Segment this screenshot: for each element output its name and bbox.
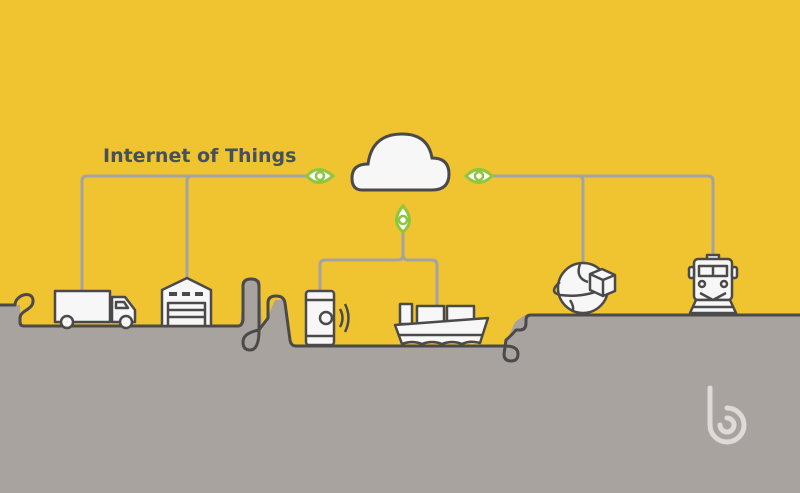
connector-lines	[80, 174, 715, 305]
train-icon	[687, 253, 739, 315]
page-title: Internet of Things	[103, 145, 297, 167]
smartphone-icon	[304, 289, 350, 347]
truck-icon	[53, 289, 137, 330]
cloud-icon	[350, 132, 451, 192]
ship-icon	[393, 302, 490, 346]
brand-logo	[707, 385, 747, 445]
warehouse-icon	[160, 276, 213, 328]
sensor-icon-right	[463, 168, 495, 184]
ground-line	[0, 277, 800, 363]
sensor-icon-bottom	[395, 203, 411, 234]
ground	[0, 280, 800, 493]
globe-package-icon	[552, 261, 617, 315]
sensor-icon-left	[305, 168, 336, 184]
